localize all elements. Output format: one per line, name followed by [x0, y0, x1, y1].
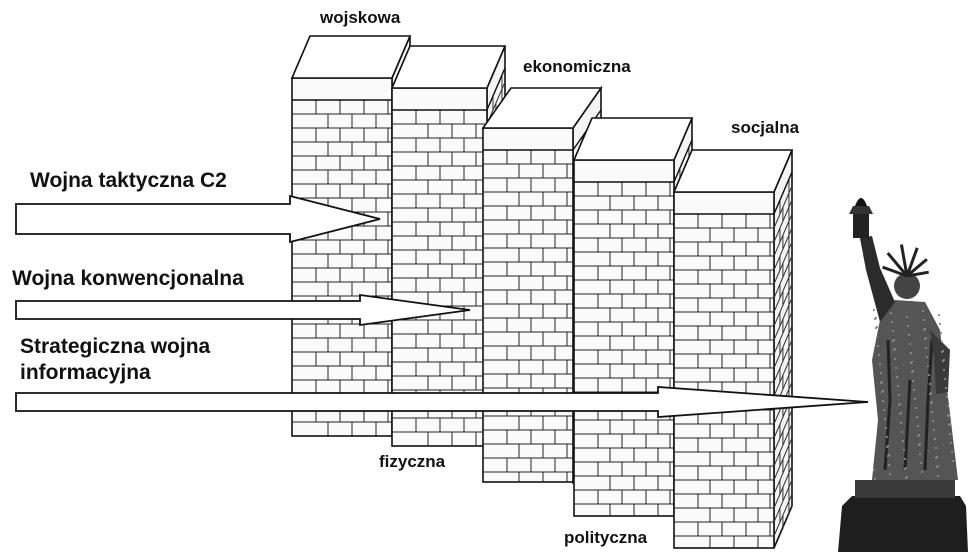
wall-label-ekonomiczna: ekonomiczna — [523, 57, 631, 77]
statue-of-liberty-image — [838, 198, 968, 552]
wall-label-wojskowa: wojskowa — [320, 8, 400, 28]
arrow-label-conventional: Wojna konwencjonalna — [12, 266, 244, 292]
wall-socjalna — [674, 150, 792, 548]
arrow-label-strategic-line2: informacyjna — [20, 360, 151, 386]
wall-label-polityczna: polityczna — [564, 528, 647, 548]
arrow-label-strategic-line1: Strategiczna wojna — [20, 334, 210, 360]
arrow-label-tactical: Wojna taktyczna C2 — [30, 168, 227, 194]
wall-label-fizyczna: fizyczna — [379, 452, 445, 472]
wall-label-socjalna: socjalna — [731, 118, 799, 138]
